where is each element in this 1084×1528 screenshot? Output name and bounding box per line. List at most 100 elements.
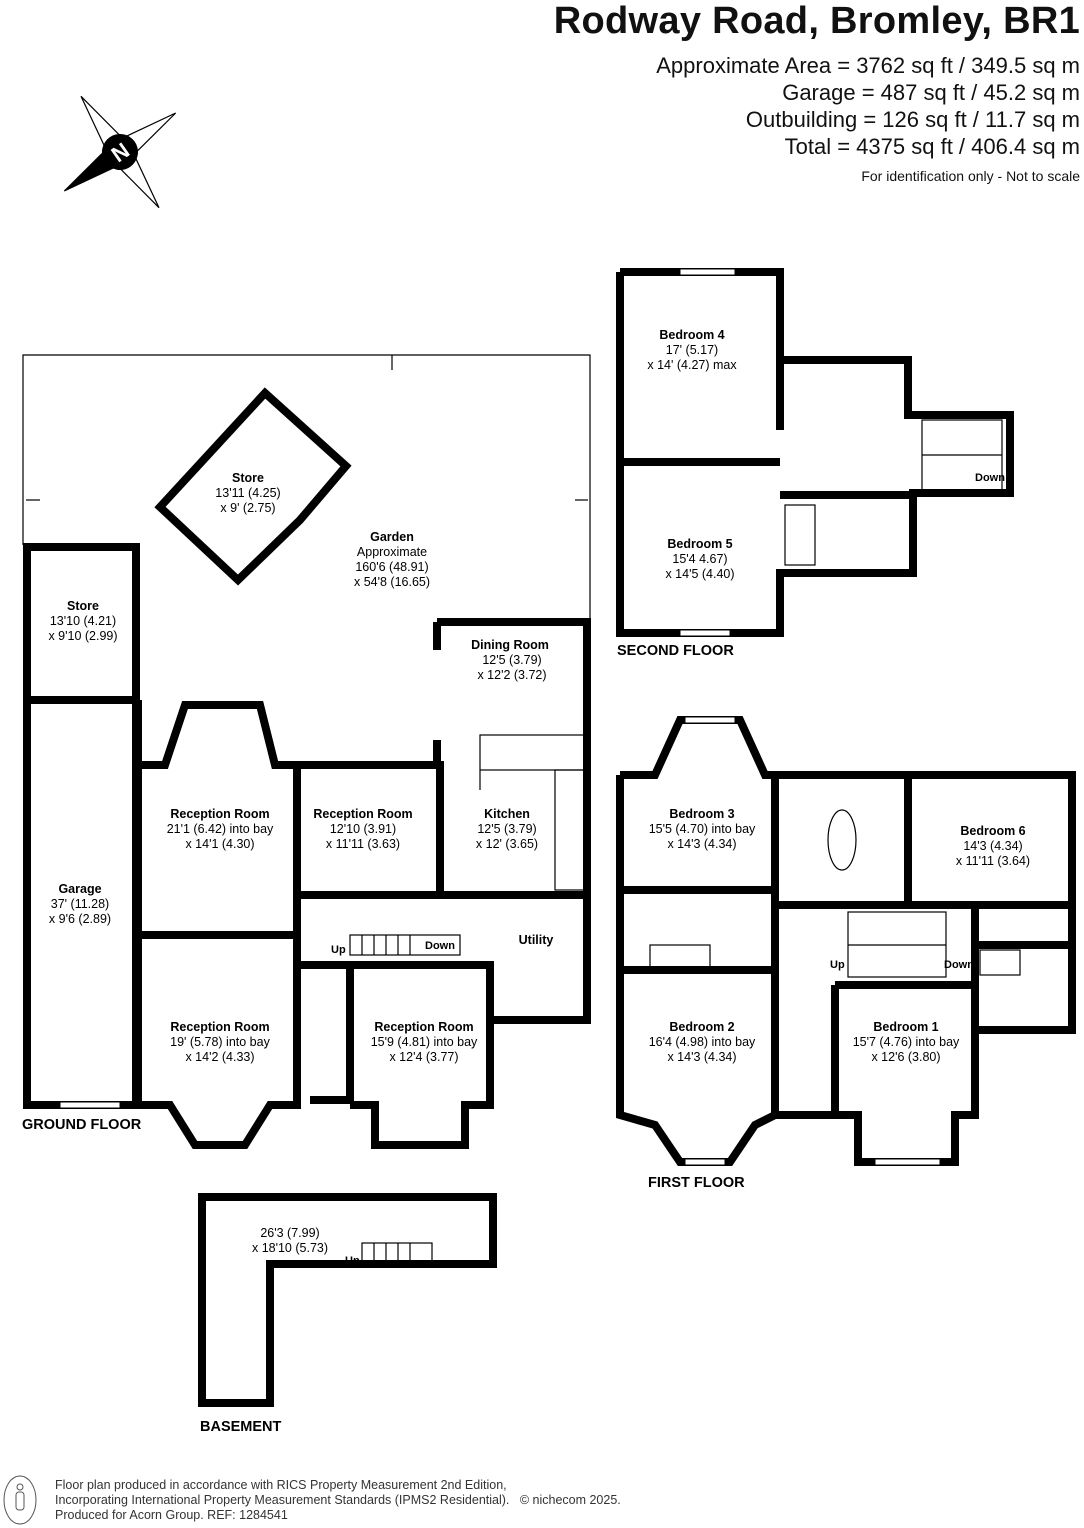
first-floor-stairs-down-label: Down	[944, 959, 974, 971]
room-dining: Dining Room 12'5 (3.79) x 12'2 (3.72)	[471, 638, 549, 682]
room-store: Store 13'10 (4.21) x 9'10 (2.99)	[48, 599, 117, 643]
stairs-down-label: Down	[425, 940, 455, 952]
room-reception-3: Reception Room 19' (5.78) into bay x 14'…	[170, 1020, 270, 1064]
svg-text:x 14'3 (4.34): x 14'3 (4.34)	[667, 1050, 736, 1064]
svg-text:Bedroom 3: Bedroom 3	[669, 807, 734, 821]
compass-icon: N	[63, 95, 177, 209]
svg-text:Bedroom 6: Bedroom 6	[960, 824, 1025, 838]
svg-text:12'5 (3.79): 12'5 (3.79)	[477, 822, 536, 836]
area-approximate: Approximate Area = 3762 sq ft / 349.5 sq…	[656, 53, 1080, 78]
svg-text:x 14'5 (4.40): x 14'5 (4.40)	[665, 567, 734, 581]
second-floor-stairs	[921, 419, 1003, 491]
area-summary: Approximate Area = 3762 sq ft / 349.5 sq…	[656, 52, 1080, 160]
svg-text:Approximate: Approximate	[357, 545, 427, 559]
area-garage: Garage = 487 sq ft / 45.2 sq m	[782, 80, 1080, 105]
svg-text:15'7 (4.76) into bay: 15'7 (4.76) into bay	[853, 1035, 960, 1049]
room-outbuilding-store: Store 13'11 (4.25) x 9' (2.75)	[215, 471, 280, 515]
room-basement: 26'3 (7.99) x 18'10 (5.73)	[252, 1226, 328, 1255]
svg-text:x 11'11 (3.64): x 11'11 (3.64)	[956, 854, 1030, 868]
svg-text:Bedroom 2: Bedroom 2	[669, 1020, 734, 1034]
svg-text:16'4 (4.98) into bay: 16'4 (4.98) into bay	[649, 1035, 756, 1049]
svg-text:x 14'3 (4.34): x 14'3 (4.34)	[667, 837, 736, 851]
room-reception-1: Reception Room 21'1 (6.42) into bay x 14…	[167, 807, 274, 851]
svg-text:15'5 (4.70) into bay: 15'5 (4.70) into bay	[649, 822, 756, 836]
area-outbuilding: Outbuilding = 126 sq ft / 11.7 sq m	[745, 107, 1080, 132]
svg-text:14'3 (4.34): 14'3 (4.34)	[963, 839, 1022, 853]
svg-text:x 9' (2.75): x 9' (2.75)	[220, 501, 275, 515]
room-reception-2: Reception Room 12'10 (3.91) x 11'11 (3.6…	[313, 807, 412, 851]
svg-text:Bedroom 4: Bedroom 4	[659, 328, 724, 342]
svg-text:x 14'1 (4.30): x 14'1 (4.30)	[185, 837, 254, 851]
outbuilding-store-walls	[154, 387, 352, 586]
svg-text:13'11 (4.25): 13'11 (4.25)	[215, 486, 280, 500]
first-floor-plan: Up Down FIRST FLOOR Bedroom 3 15'5 (4.70…	[616, 716, 1076, 1191]
first-floor-stairs	[847, 911, 947, 978]
svg-text:Garage: Garage	[58, 882, 101, 896]
svg-text:x 14'2 (4.33): x 14'2 (4.33)	[185, 1050, 254, 1064]
second-floor-stairs-down-label: Down	[975, 472, 1005, 484]
room-bedroom-3: Bedroom 3 15'5 (4.70) into bay x 14'3 (4…	[649, 807, 756, 851]
basement-stairs	[361, 1242, 433, 1265]
room-bedroom-5: Bedroom 5 15'4 4.67) x 14'5 (4.40)	[665, 537, 734, 581]
svg-text:15'9 (4.81) into bay: 15'9 (4.81) into bay	[371, 1035, 478, 1049]
ground-floor-label: GROUND FLOOR	[22, 1117, 142, 1133]
svg-text:15'4 4.67): 15'4 4.67)	[672, 552, 727, 566]
first-floor-label: FIRST FLOOR	[648, 1175, 745, 1191]
svg-text:Store: Store	[232, 471, 264, 485]
property-title: Rodway Road, Bromley, BR1	[553, 0, 1080, 42]
svg-text:Bedroom 1: Bedroom 1	[873, 1020, 938, 1034]
svg-text:x 12' (3.65): x 12' (3.65)	[476, 837, 538, 851]
footer-line-2: Incorporating International Property Mea…	[55, 1493, 621, 1508]
room-bedroom-6: Bedroom 6 14'3 (4.34) x 11'11 (3.64)	[956, 824, 1030, 868]
disclaimer: For identification only - Not to scale	[861, 168, 1080, 184]
second-floor-label: SECOND FLOOR	[617, 643, 734, 659]
svg-text:13'10 (4.21): 13'10 (4.21)	[50, 614, 116, 628]
svg-text:Reception Room: Reception Room	[170, 1020, 269, 1034]
first-floor-stairs-up-label: Up	[830, 959, 845, 971]
room-garage: Garage 37' (11.28) x 9'6 (2.89)	[49, 882, 111, 926]
svg-text:Store: Store	[67, 599, 99, 613]
ground-floor-stairs	[349, 934, 461, 956]
footer-line-1: Floor plan produced in accordance with R…	[55, 1478, 507, 1492]
svg-text:x 9'10 (2.99): x 9'10 (2.99)	[48, 629, 117, 643]
ground-floor-plan: Up Down GROUND FLOOR Store 13'11 (4.25) …	[22, 354, 591, 1149]
svg-text:Reception Room: Reception Room	[313, 807, 412, 821]
svg-text:x 12'2 (3.72): x 12'2 (3.72)	[477, 668, 546, 682]
room-bedroom-2: Bedroom 2 16'4 (4.98) into bay x 14'3 (4…	[649, 1020, 756, 1064]
svg-text:Reception Room: Reception Room	[374, 1020, 473, 1034]
stairs-up-label: Up	[331, 944, 346, 956]
room-bedroom-1: Bedroom 1 15'7 (4.76) into bay x 12'6 (3…	[853, 1020, 960, 1064]
svg-text:Dining Room: Dining Room	[471, 638, 549, 652]
svg-text:x 9'6 (2.89): x 9'6 (2.89)	[49, 912, 111, 926]
footer-line-2-text: Incorporating International Property Mea…	[55, 1493, 510, 1507]
svg-text:160'6 (48.91): 160'6 (48.91)	[355, 560, 428, 574]
person-icon	[3, 1475, 37, 1525]
room-kitchen: Kitchen 12'5 (3.79) x 12' (3.65)	[476, 807, 538, 851]
svg-text:Kitchen: Kitchen	[484, 807, 530, 821]
svg-text:37' (11.28): 37' (11.28)	[51, 897, 109, 911]
svg-text:x 12'4 (3.77): x 12'4 (3.77)	[389, 1050, 458, 1064]
svg-text:Bedroom 5: Bedroom 5	[667, 537, 732, 551]
room-utility: Utility	[519, 933, 554, 947]
area-total: Total = 4375 sq ft / 406.4 sq m	[784, 134, 1080, 159]
svg-text:x 11'11 (3.63): x 11'11 (3.63)	[326, 837, 400, 851]
svg-text:19' (5.78) into bay: 19' (5.78) into bay	[170, 1035, 270, 1049]
footer-line-3: Produced for Acorn Group. REF: 1284541	[55, 1508, 288, 1522]
room-reception-4: Reception Room 15'9 (4.81) into bay x 12…	[371, 1020, 478, 1064]
room-garden: Garden Approximate 160'6 (48.91) x 54'8 …	[354, 530, 430, 589]
svg-text:17' (5.17): 17' (5.17)	[666, 343, 718, 357]
second-floor-plan: Down SECOND FLOOR Bedroom 4 17' (5.17) x…	[616, 268, 1014, 659]
svg-text:Garden: Garden	[370, 530, 414, 544]
svg-text:12'10 (3.91): 12'10 (3.91)	[330, 822, 396, 836]
basement-label: BASEMENT	[200, 1419, 282, 1435]
basement-stairs-up-label: Up	[345, 1255, 360, 1267]
svg-text:Reception Room: Reception Room	[170, 807, 269, 821]
svg-text:26'3 (7.99): 26'3 (7.99)	[260, 1226, 319, 1240]
basement-plan: Up 26'3 (7.99) x 18'10 (5.73) BASEMENT	[198, 1193, 497, 1435]
svg-text:x 18'10 (5.73): x 18'10 (5.73)	[252, 1241, 328, 1255]
svg-text:x 54'8 (16.65): x 54'8 (16.65)	[354, 575, 430, 589]
svg-text:12'5 (3.79): 12'5 (3.79)	[482, 653, 541, 667]
svg-text:x 14' (4.27) max: x 14' (4.27) max	[647, 358, 737, 372]
svg-text:21'1 (6.42) into bay: 21'1 (6.42) into bay	[167, 822, 274, 836]
